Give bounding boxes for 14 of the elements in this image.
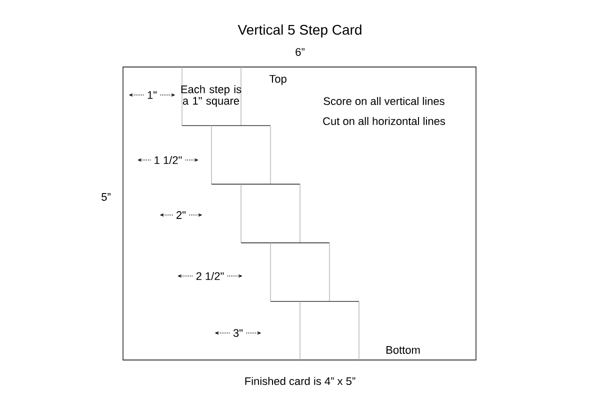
note: Each step is a 1" square xyxy=(181,85,242,107)
note: Score on all vertical lines xyxy=(324,96,444,106)
note: Cut on all horizontal lines xyxy=(323,116,446,126)
title: Vertical 5 Step Card xyxy=(238,24,362,38)
label: Top xyxy=(269,75,286,85)
dimension-label: 6” xyxy=(296,48,304,56)
dimension-label: 1 1/2" xyxy=(154,156,182,164)
dimension-label: 3" xyxy=(233,329,243,337)
dimension-label: 2 1/2" xyxy=(196,272,224,280)
dimension-label: 1" xyxy=(148,91,157,99)
dimension-label: 2" xyxy=(176,211,186,219)
caption: Finished card is 4” x 5” xyxy=(245,376,356,386)
label: Bottom xyxy=(386,346,420,354)
dimension-label: 5” xyxy=(102,193,110,201)
